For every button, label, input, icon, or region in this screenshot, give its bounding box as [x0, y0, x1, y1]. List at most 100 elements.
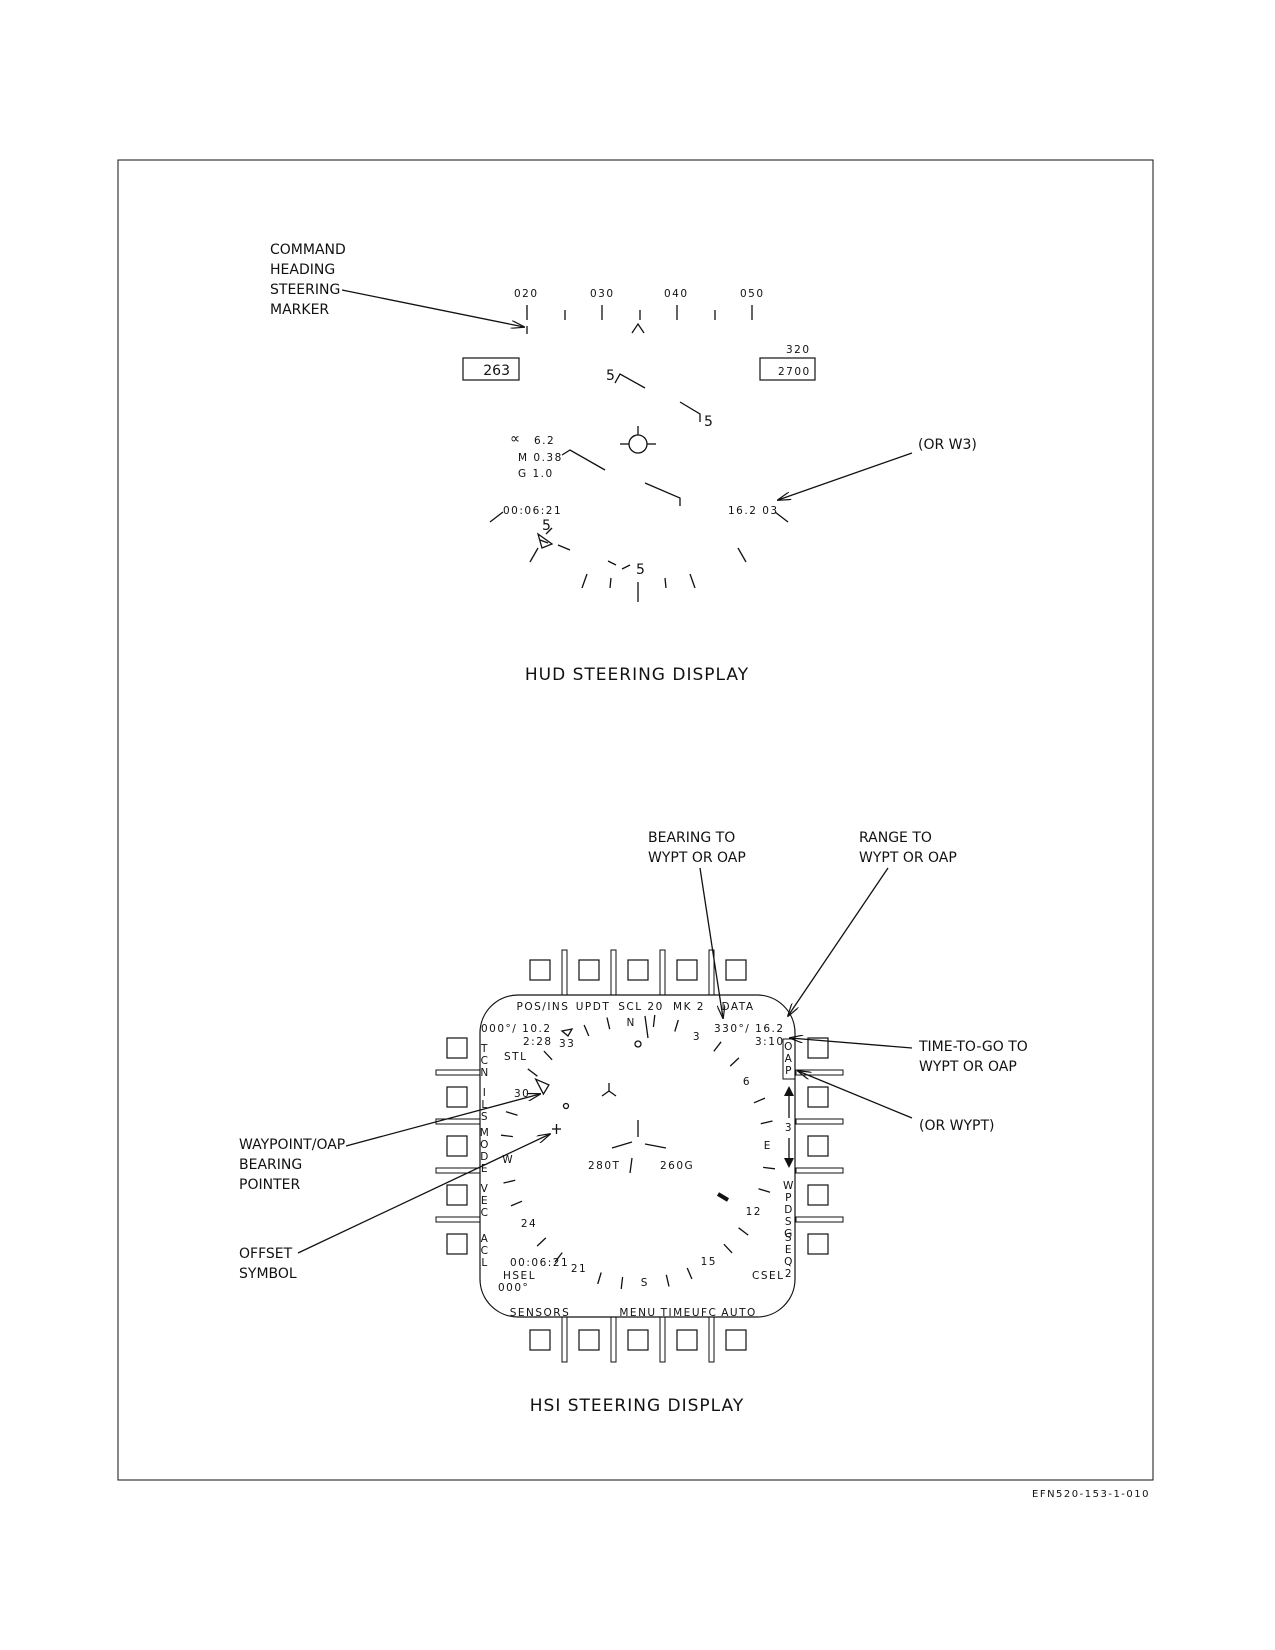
- compass-tick: [510, 1200, 523, 1207]
- callout-line-2: WYPT OR OAP: [919, 1059, 1017, 1075]
- callout-line-3: STEERING: [270, 282, 340, 298]
- compass-tick: [554, 1252, 563, 1263]
- hsi-top-right-bearing: 330°/ 16.2: [714, 1023, 785, 1035]
- hsi-top-left-bearing: 000°/ 10.2: [481, 1023, 552, 1035]
- hsi-hsel-value: 000°: [498, 1282, 529, 1294]
- pb-top-1[interactable]: [529, 959, 551, 981]
- hud-airspeed-box: [462, 357, 520, 381]
- callout-line-1: RANGE TO: [859, 830, 932, 846]
- hsi-top-labels: POS/INS UPDT SCL 20 MK 2 DATA: [517, 1001, 753, 1013]
- pitch-label-bottom-left: 5: [542, 518, 551, 534]
- pb-top-4[interactable]: [676, 959, 698, 981]
- pb-right-2[interactable]: [807, 1086, 829, 1108]
- pb-bottom-2[interactable]: [578, 1329, 600, 1351]
- scale-down-arrow-icon: [784, 1158, 794, 1168]
- tacan-symbol-icon: [601, 1083, 617, 1097]
- callout-line-1: BEARING TO: [648, 830, 735, 846]
- callout-or-wypt: (OR WYPT): [919, 1118, 995, 1134]
- pb-left-1[interactable]: [446, 1037, 468, 1059]
- aoa-symbol: ∝: [510, 431, 520, 447]
- hsi-callout-offset-symbol: OFFSET SYMBOL: [239, 1134, 550, 1282]
- figure-id: EFN520-153-1-010: [1032, 1489, 1150, 1500]
- pb-bottom-1[interactable]: [529, 1329, 551, 1351]
- callout-line-3: POINTER: [239, 1177, 300, 1193]
- hsi-label-menu: MENU: [619, 1307, 656, 1319]
- compass-tick: [543, 1050, 553, 1061]
- hsi-bottom-labels: SENSORS MENU TIMEUFC AUTO: [510, 1307, 757, 1319]
- pb-right-5[interactable]: [807, 1233, 829, 1255]
- hsi-top-right-time: 3:10: [755, 1036, 785, 1048]
- compass-label-21: 21: [571, 1263, 587, 1275]
- hsi-label-scale: 3: [785, 1122, 793, 1134]
- callout-line-2: HEADING: [270, 262, 335, 278]
- pb-left-3[interactable]: [446, 1135, 468, 1157]
- hud-altitude: 2700: [778, 366, 811, 378]
- waypoint-dot-icon: [562, 1102, 570, 1110]
- compass-label-30: 30: [514, 1088, 530, 1100]
- figure-border: [117, 159, 1154, 1481]
- hud-airspeed: 263: [483, 363, 510, 379]
- hsi-left-buttons: [435, 1037, 484, 1255]
- pb-top-3[interactable]: [627, 959, 649, 981]
- compass-tick: [500, 1134, 513, 1138]
- pb-right-4[interactable]: [807, 1184, 829, 1206]
- pb-bottom-3[interactable]: [627, 1329, 649, 1351]
- hud-heading-scale: 020 030 040 050: [514, 288, 763, 334]
- hsi-label-scl: SCL 20: [618, 1001, 664, 1013]
- aircraft-symbol: [611, 1120, 667, 1174]
- pb-right-1[interactable]: [807, 1037, 829, 1059]
- pb-left-5[interactable]: [446, 1233, 468, 1255]
- hsi-ground: 260G: [660, 1160, 694, 1172]
- hud-heading-040: 040: [664, 288, 689, 300]
- pb-top-5[interactable]: [725, 959, 747, 981]
- callout-line-1: COMMAND: [270, 242, 346, 258]
- hsi-label-mk: MK 2: [673, 1001, 705, 1013]
- pb-bottom-4[interactable]: [676, 1329, 698, 1351]
- compass-tick: [505, 1111, 518, 1116]
- compass-tick: [674, 1019, 679, 1032]
- compass-tick: [620, 1277, 624, 1290]
- hsi-csel: CSEL: [752, 1270, 784, 1282]
- compass-tick: [713, 1041, 722, 1052]
- hud-pitch-ladder: 5 5 5 5: [536, 368, 713, 578]
- pb-left-4[interactable]: [446, 1184, 468, 1206]
- hud-altitude-above: 320: [786, 344, 811, 356]
- hsi-track: 280T: [588, 1160, 620, 1172]
- pitch-label-bottom-right: 5: [636, 562, 645, 578]
- hsi-callout-bearing: BEARING TO WYPT OR OAP: [648, 830, 746, 1018]
- pb-bottom-5[interactable]: [725, 1329, 747, 1351]
- hud-callout-command-heading: COMMAND HEADING STEERING MARKER: [270, 242, 524, 327]
- callout-line-2: WYPT OR OAP: [648, 850, 746, 866]
- callout-line-2: WYPT OR OAP: [859, 850, 957, 866]
- compass-label-12: 12: [746, 1206, 762, 1218]
- callout-line-1: OFFSET: [239, 1246, 293, 1262]
- pb-right-3[interactable]: [807, 1135, 829, 1157]
- pb-top-2[interactable]: [578, 959, 600, 981]
- hsi-right-buttons: [795, 1037, 844, 1255]
- compass-tick: [686, 1267, 693, 1280]
- hud-g: G 1.0: [518, 468, 554, 480]
- hsi-screen: [479, 994, 796, 1318]
- hud-altitude-box: [759, 357, 816, 381]
- compass-tick: [503, 1179, 516, 1184]
- compass-label-e: E: [764, 1140, 772, 1152]
- hsi-label-auto: AUTO: [721, 1307, 757, 1319]
- callout-line-1: WAYPOINT/OAP: [239, 1137, 345, 1153]
- hud-callout-or-w3: (OR W3): [778, 437, 977, 500]
- course-line-marker: [716, 1192, 730, 1202]
- pb-left-2[interactable]: [446, 1086, 468, 1108]
- callout-line-4: MARKER: [270, 302, 329, 318]
- compass-label-15: 15: [701, 1256, 717, 1268]
- compass-tick: [738, 1227, 749, 1236]
- compass-tick: [758, 1188, 771, 1193]
- hsi-label-sensors: SENSORS: [510, 1307, 571, 1319]
- hud-waypoint-triangle: [536, 532, 554, 549]
- pitch-label-top-left: 5: [606, 368, 615, 384]
